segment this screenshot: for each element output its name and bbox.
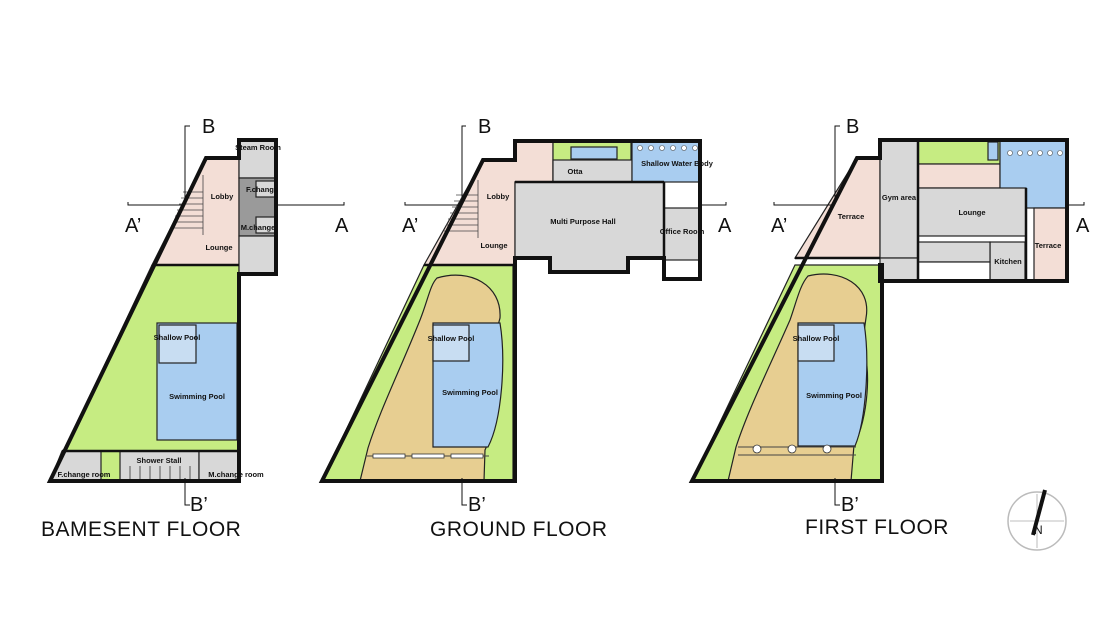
- basement-section-line-a: [276, 202, 345, 206]
- basement-label-m-change: M.change: [241, 223, 276, 232]
- first-water-jets: [1007, 150, 1063, 156]
- ground-shallow-pool: [432, 324, 470, 362]
- first-service-low: [879, 257, 919, 282]
- ground-label-office-room: Office Room: [660, 227, 705, 236]
- ground-section-line-b: [461, 125, 466, 200]
- basement-label-f-change: F.change: [246, 185, 278, 194]
- basement-section-line-b: [184, 125, 190, 200]
- first-label-terrace-right: Terrace: [1035, 241, 1062, 250]
- basement-outer-wall: [46, 138, 278, 483]
- ground-water-jets: [637, 145, 698, 151]
- ground-label-lobby: Lobby: [487, 192, 510, 201]
- first-mark-b: B: [846, 116, 859, 138]
- first-corridor-white: [917, 261, 991, 282]
- ground-label-swimming-pool: Swimming Pool: [442, 388, 498, 397]
- basement-section-line-b-prime: [184, 478, 190, 506]
- basement-mark-b: B: [202, 116, 215, 138]
- first-mark-a-prime: A’: [771, 215, 787, 237]
- first-skylight: [987, 141, 999, 161]
- first-floor-plan: Terrace Gym area Lounge Terrace Kitchen …: [688, 116, 1090, 539]
- basement-title: BAMESENT FLOOR: [41, 518, 241, 541]
- first-terrace-left: [793, 157, 881, 259]
- first-label-gym-area: Gym area: [882, 193, 917, 202]
- ground-title: GROUND FLOOR: [430, 518, 608, 541]
- basement-floor-plan: Steam Room Lobby F.change M.change Loung…: [41, 116, 349, 541]
- ground-shallow-water-body: [631, 140, 701, 183]
- first-label-kitchen: Kitchen: [994, 257, 1022, 266]
- basement-mark-a: A: [335, 215, 349, 237]
- basement-label-lobby: Lobby: [211, 192, 234, 201]
- first-lounge-upper: [917, 163, 1001, 189]
- basement-section-line-a-prime: [127, 202, 185, 206]
- ground-section-line-a-prime: [404, 202, 462, 206]
- basement-label-steam-room: Steam Room: [235, 143, 281, 152]
- basement-shallow-pool: [158, 324, 197, 364]
- ground-label-multi-purpose-hall: Multi Purpose Hall: [550, 217, 615, 226]
- ground-office-room: [663, 207, 701, 261]
- ground-otta-pool: [570, 146, 618, 160]
- ground-otta: [552, 159, 633, 183]
- ground-deck-benches: [372, 453, 484, 459]
- first-label-lounge: Lounge: [958, 208, 985, 217]
- basement-label-lounge: Lounge: [205, 243, 232, 252]
- basement-label-f-change-room: F.change room: [58, 470, 111, 479]
- first-title: FIRST FLOOR: [805, 516, 949, 539]
- ground-mark-b-prime: B’: [468, 494, 486, 516]
- basement-label-shallow-pool: Shallow Pool: [154, 333, 201, 342]
- ground-section-line-a: [700, 202, 727, 206]
- first-outer-wall: [688, 138, 1069, 483]
- first-mark-a: A: [1076, 215, 1090, 237]
- basement-shower-cubicles: [129, 466, 191, 481]
- ground-label-shallow-water-body: Shallow Water Body: [641, 159, 714, 168]
- first-deck-lamps: [752, 444, 832, 454]
- first-mark-b-prime: B’: [841, 494, 859, 516]
- ground-label-otta: Otta: [568, 167, 584, 176]
- north-compass: N: [1007, 489, 1067, 551]
- basement-stair: [171, 175, 204, 235]
- ground-section-line-b-prime: [461, 478, 467, 506]
- basement-label-shower-stall: Shower Stall: [136, 456, 181, 465]
- ground-mark-a: A: [718, 215, 732, 237]
- first-section-line-b-prime: [834, 478, 840, 506]
- ground-stair: [444, 180, 479, 238]
- basement-label-m-change-room: M.change room: [208, 470, 264, 479]
- first-section-line-a-prime: [773, 202, 835, 206]
- first-label-terrace-left: Terrace: [838, 212, 865, 221]
- basement-label-swimming-pool: Swimming Pool: [169, 392, 225, 401]
- first-label-shallow-pool: Shallow Pool: [793, 334, 840, 343]
- ground-label-lounge: Lounge: [480, 241, 507, 250]
- compass-north-label: N: [1034, 523, 1043, 537]
- first-shallow-pool: [797, 324, 835, 362]
- basement-service-low: [238, 235, 277, 275]
- basement-mark-b-prime: B’: [190, 494, 208, 516]
- ground-mark-b: B: [478, 116, 491, 138]
- ground-mark-a-prime: A’: [402, 215, 418, 237]
- basement-mark-a-prime: A’: [125, 215, 141, 237]
- first-corridor: [917, 241, 991, 263]
- compass-needle-icon: [1031, 489, 1047, 536]
- ground-label-shallow-pool: Shallow Pool: [428, 334, 475, 343]
- first-section-line-a: [1067, 202, 1085, 206]
- first-section-line-b: [834, 125, 840, 200]
- first-label-swimming-pool: Swimming Pool: [806, 391, 862, 400]
- ground-floor-plan: Otta Shallow Water Body Lobby Multi Purp…: [318, 116, 732, 541]
